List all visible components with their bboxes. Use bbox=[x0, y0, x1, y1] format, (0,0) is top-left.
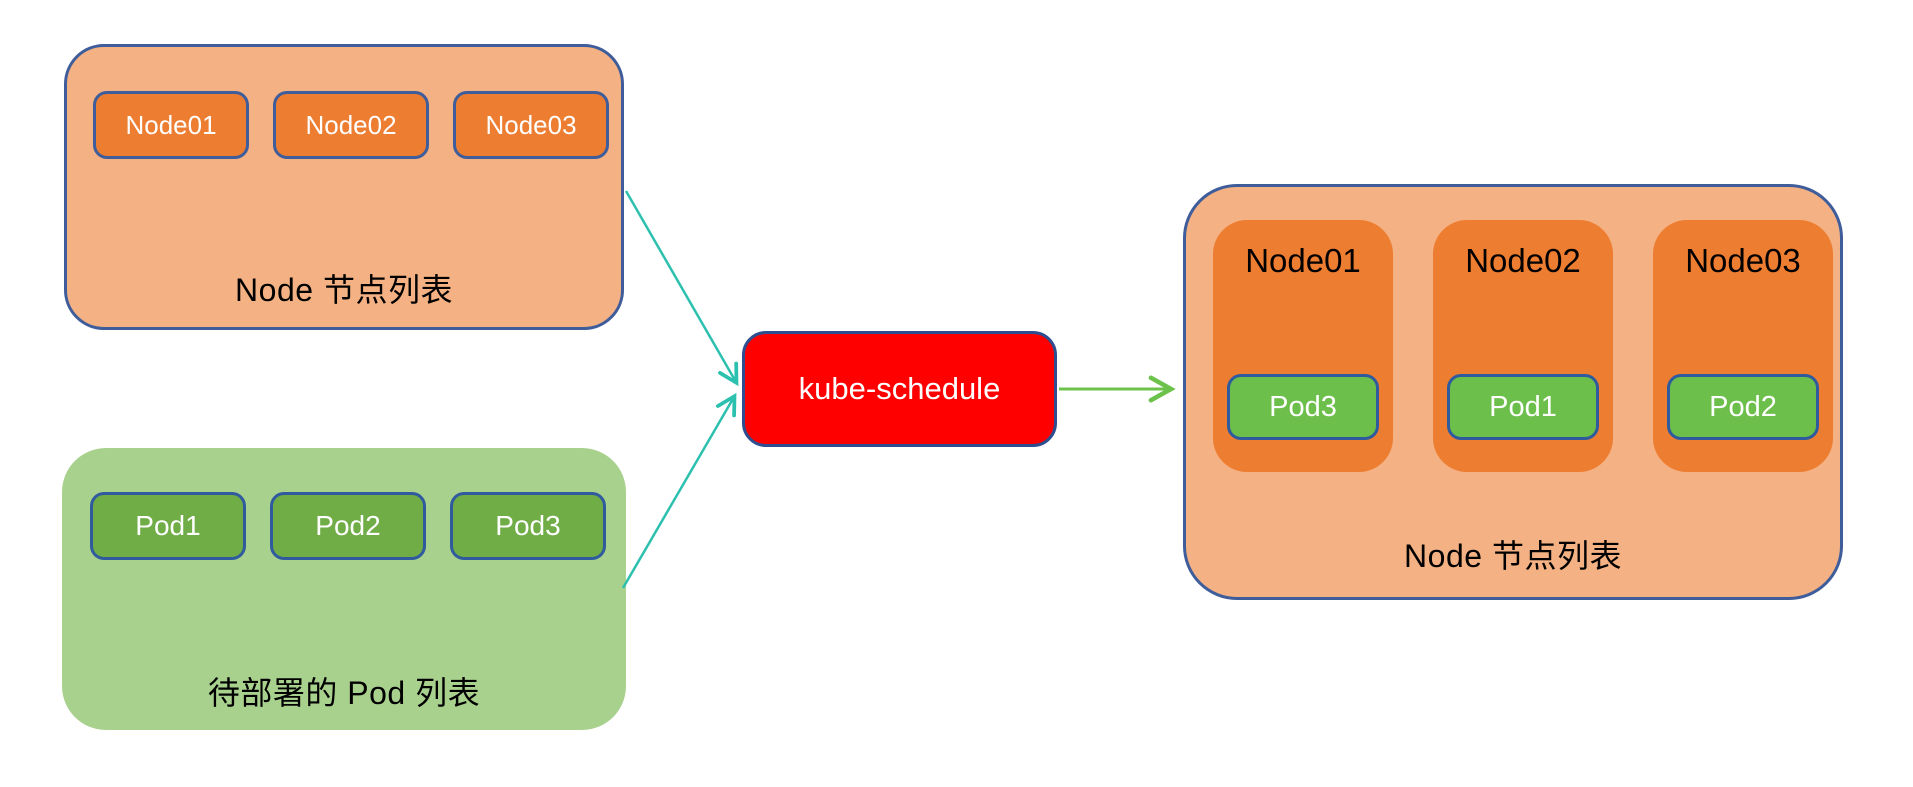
source-node-list-panel: Node01 Node02 Node03 Node 节点列表 bbox=[64, 44, 624, 330]
assigned-pod-chip: Pod1 bbox=[1447, 374, 1599, 440]
assigned-pod-chip: Pod3 bbox=[1227, 374, 1379, 440]
node-name: Node02 bbox=[1465, 242, 1581, 279]
pod-chip: Pod2 bbox=[270, 492, 426, 560]
result-node-card: Node03 Pod2 bbox=[1653, 220, 1833, 472]
result-node-card: Node01 Pod3 bbox=[1213, 220, 1393, 472]
node-name: Node01 bbox=[1245, 242, 1361, 279]
result-node-list-label: Node 节点列表 bbox=[1404, 538, 1622, 574]
arrow-nodes-to-scheduler bbox=[624, 190, 736, 382]
result-node-list-panel: Node01 Pod3 Node02 Pod1 Node03 Pod2 Node… bbox=[1183, 184, 1843, 600]
pod-chip: Pod3 bbox=[450, 492, 606, 560]
source-node-chip-row: Node01 Node02 Node03 bbox=[93, 91, 609, 159]
source-node-list-label: Node 节点列表 bbox=[235, 272, 453, 308]
node-chip: Node03 bbox=[453, 91, 609, 159]
node-chip: Node01 bbox=[93, 91, 249, 159]
result-node-card: Node02 Pod1 bbox=[1433, 220, 1613, 472]
result-node-card-row: Node01 Pod3 Node02 Pod1 Node03 Pod2 bbox=[1213, 220, 1833, 472]
arrow-pods-to-scheduler bbox=[621, 397, 734, 589]
node-chip: Node02 bbox=[273, 91, 429, 159]
kube-scheduler-box: kube-schedule bbox=[742, 331, 1057, 447]
pending-pod-list-panel: Pod1 Pod2 Pod3 待部署的 Pod 列表 bbox=[62, 448, 626, 730]
pending-pod-list-label: 待部署的 Pod 列表 bbox=[207, 675, 481, 711]
pod-chip: Pod1 bbox=[90, 492, 246, 560]
pending-pod-chip-row: Pod1 Pod2 Pod3 bbox=[90, 492, 606, 560]
node-name: Node03 bbox=[1685, 242, 1801, 279]
assigned-pod-chip: Pod2 bbox=[1667, 374, 1819, 440]
